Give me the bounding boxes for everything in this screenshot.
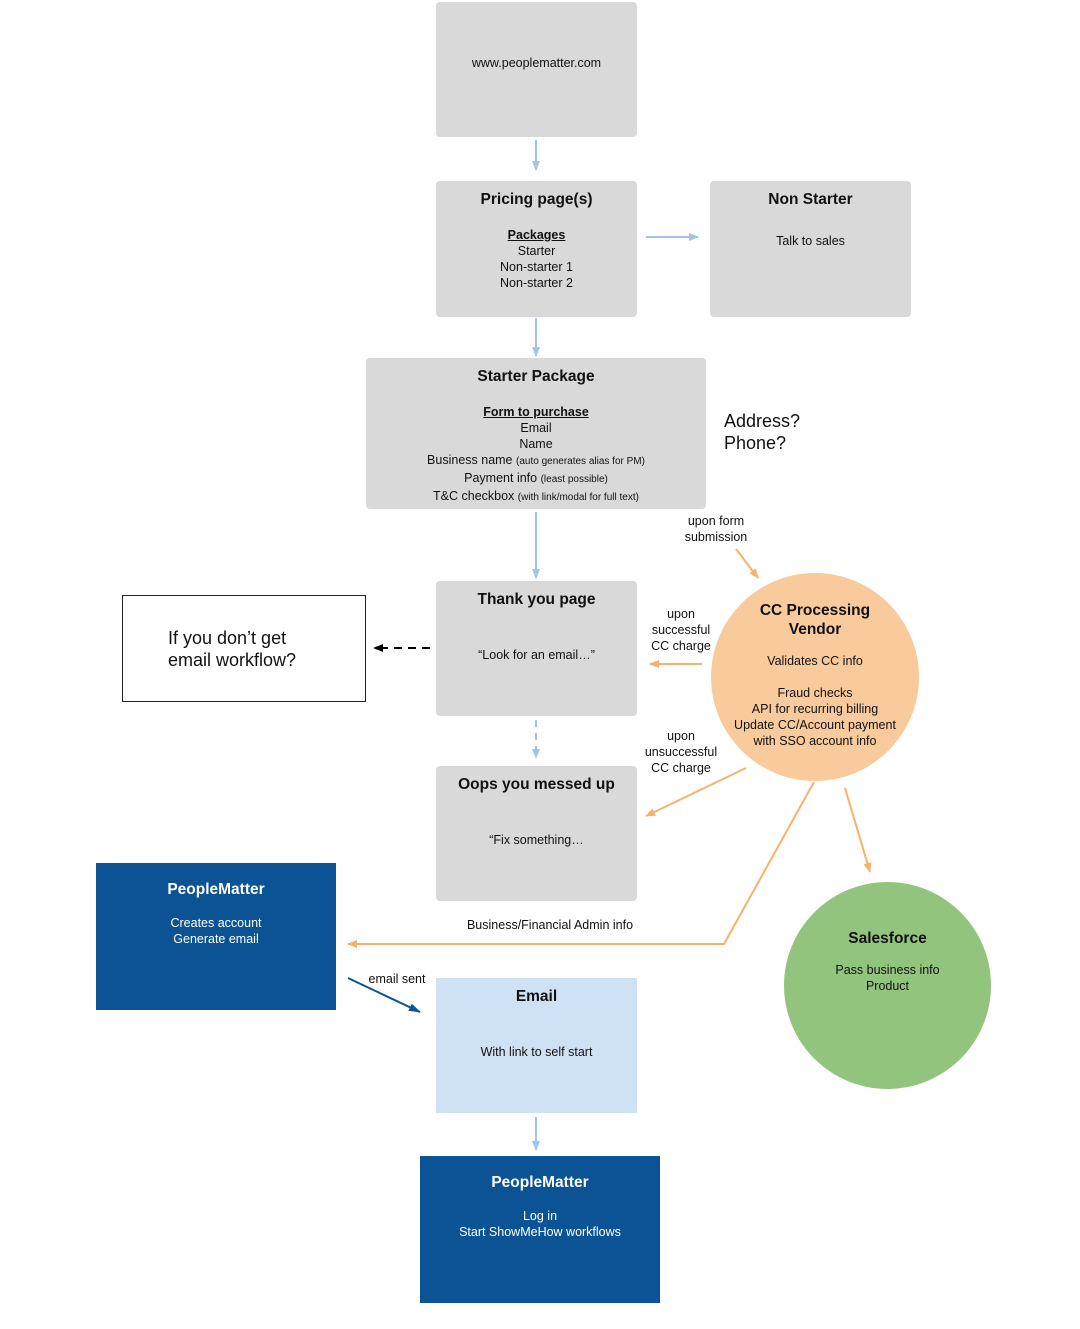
form-field-label: Payment info <box>464 471 538 485</box>
non-starter-body: Talk to sales <box>776 234 845 248</box>
form-field: Payment info (least possible) <box>366 470 706 488</box>
form-field-label: Name <box>519 437 553 451</box>
no-email-node: If you don’t get email workflow? <box>122 595 366 702</box>
pricing-title: Pricing page(s) <box>480 191 593 208</box>
pricing-item: Starter <box>517 244 556 258</box>
thank-you-title: Thank you page <box>477 591 596 608</box>
salesforce-line: Pass business info <box>835 963 940 977</box>
business-admin-label: Business/Financial Admin info <box>466 918 634 932</box>
starter-title: Starter Package <box>477 368 595 385</box>
email-title: Email <box>515 988 558 1005</box>
salesforce-node: Salesforce Pass business info Product <box>784 882 991 1089</box>
arrow-vendor-to-oops <box>645 767 747 817</box>
arrow-vendor-to-peoplematter <box>347 781 815 948</box>
form-field-label: T&C checkbox <box>433 489 515 503</box>
upon-success-label: upon successful CC charge <box>651 607 711 653</box>
cc-vendor-line: with SSO account info <box>753 734 877 748</box>
form-field: Email <box>366 420 706 436</box>
website-node: www.peoplematter.com <box>436 2 637 137</box>
cc-vendor-spacer <box>711 669 919 685</box>
cc-vendor-line: Validates CC info <box>767 654 863 668</box>
email-sent-label: email sent <box>368 972 426 986</box>
salesforce-line: Product <box>865 979 910 993</box>
upon-form-label: upon form submission <box>684 514 748 544</box>
email-body: With link to self start <box>480 1045 593 1059</box>
cc-vendor-node: CC Processing Vendor Validates CC info F… <box>711 573 919 781</box>
cc-vendor-line: Update CC/Account payment <box>734 718 896 732</box>
form-field-label: Business name <box>427 453 513 467</box>
salesforce-title: Salesforce <box>848 930 927 947</box>
peoplematter-account-node: PeopleMatter Creates account Generate em… <box>96 863 336 1010</box>
no-email-line: If you don’t get <box>168 628 287 648</box>
non-starter-node: Non Starter Talk to sales <box>710 181 911 317</box>
thank-you-body: “Look for an email…” <box>478 648 595 662</box>
website-url: www.peoplematter.com <box>471 56 602 70</box>
oops-body: “Fix something… <box>489 833 584 847</box>
peoplematter-line: Generate email <box>173 932 259 946</box>
pricing-item: Non-starter 2 <box>500 276 573 290</box>
arrow-peoplematter-to-email <box>347 977 421 1013</box>
thank-you-node: Thank you page “Look for an email…” <box>436 581 637 716</box>
address-phone-note: Address? Phone? <box>724 410 800 454</box>
starter-subtitle: Form to purchase <box>483 405 589 419</box>
oops-title: Oops you messed up <box>458 776 615 793</box>
form-field-note: (least possible) <box>540 474 608 485</box>
non-starter-title: Non Starter <box>768 191 853 208</box>
oops-node: Oops you messed up “Fix something… <box>436 766 637 901</box>
cc-vendor-line: Fraud checks <box>777 686 853 700</box>
pricing-node: Pricing page(s) Packages Starter Non-sta… <box>436 181 637 317</box>
upon-fail-label: upon unsuccessful CC charge <box>644 729 718 775</box>
no-email-line: email workflow? <box>168 650 297 670</box>
form-field: Name <box>366 436 706 452</box>
cc-vendor-line: API for recurring billing <box>751 702 879 716</box>
peoplematter-line: Creates account <box>170 916 262 930</box>
form-field: T&C checkbox (with link/modal for full t… <box>366 488 706 506</box>
peoplematter-login-line: Log in <box>522 1209 558 1223</box>
peoplematter-title: PeopleMatter <box>167 881 265 898</box>
pricing-subtitle: Packages <box>507 228 566 242</box>
peoplematter-login-node: PeopleMatter Log in Start ShowMeHow work… <box>420 1156 660 1303</box>
arrow-form-to-vendor <box>735 548 759 579</box>
form-field-note: (auto generates alias for PM) <box>516 456 645 467</box>
starter-package-node: Starter Package Form to purchase Email N… <box>366 358 706 509</box>
form-field-note: (with link/modal for full text) <box>517 492 639 503</box>
form-field-label: Email <box>520 421 552 435</box>
cc-vendor-title: CC Processing <box>759 602 871 619</box>
cc-vendor-title: Vendor <box>788 621 842 638</box>
note-line: Phone? <box>724 433 787 453</box>
form-field: Business name (auto generates alias for … <box>366 452 706 470</box>
note-line: Address? <box>724 411 801 431</box>
peoplematter-login-title: PeopleMatter <box>491 1174 589 1191</box>
arrow-vendor-to-salesforce <box>844 787 872 873</box>
pricing-item: Non-starter 1 <box>500 260 573 274</box>
email-node: Email With link to self start <box>436 978 637 1113</box>
peoplematter-login-line: Start ShowMeHow workflows <box>459 1225 621 1239</box>
